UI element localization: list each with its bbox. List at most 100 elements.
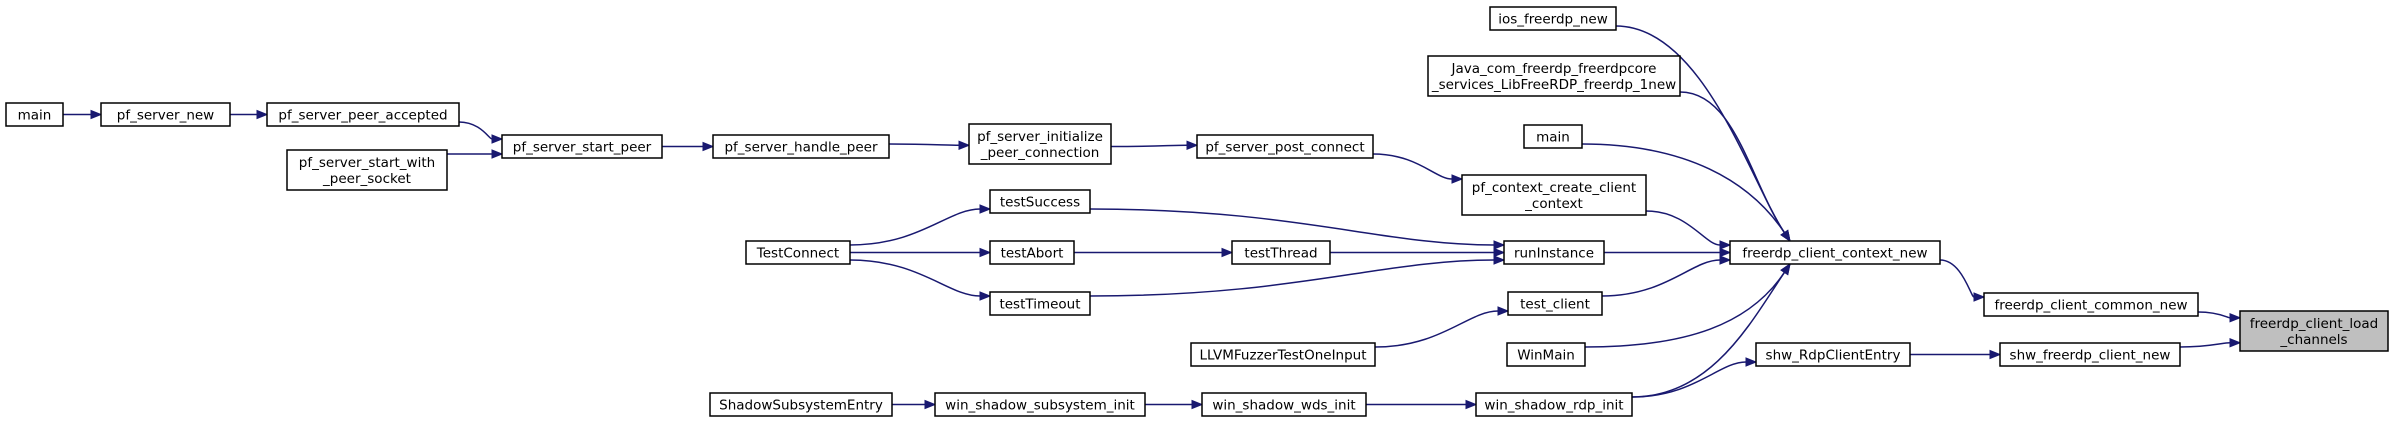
node-label: main: [1536, 130, 1570, 146]
node-startpeer[interactable]: pf_server_start_peer: [501, 134, 663, 159]
edge-testabort-to-testthread: [1074, 247, 1234, 258]
node-box: [712, 134, 890, 159]
node-label: testThread: [1244, 246, 1317, 262]
node-box: [1755, 342, 1911, 367]
edge-testsuccess-to-run: [1089, 208, 1506, 250]
node-label: win_shadow_wds_init: [1212, 398, 1355, 414]
node-run[interactable]: runInstance: [1503, 240, 1605, 265]
node-llvm[interactable]: LLVMFuzzerTestOneInput: [1190, 342, 1376, 367]
arrowhead-icon: [1780, 229, 1791, 243]
node-testthread[interactable]: testThread: [1231, 240, 1331, 265]
node-box: [1489, 6, 1617, 31]
edge-postconn-to-pfctx: [1372, 153, 1464, 184]
arrowhead-icon: [1451, 174, 1464, 184]
node-main2[interactable]: main: [1523, 124, 1583, 149]
arrowhead-icon: [1973, 292, 1986, 302]
arrowhead-icon: [2229, 313, 2242, 323]
node-ctxnew[interactable]: freerdp_client_context_new: [1729, 240, 1941, 265]
node-postconn[interactable]: pf_server_post_connect: [1196, 134, 1374, 159]
arrowhead-icon: [256, 109, 269, 120]
node-label: _peer_socket: [322, 171, 411, 187]
arrowhead-icon: [1186, 140, 1199, 150]
edge-llvm-to-testclient: [1374, 306, 1510, 348]
node-label: LLVMFuzzerTestOneInput: [1199, 348, 1366, 364]
node-testconnect[interactable]: TestConnect: [745, 240, 851, 265]
nodes-layer: freerdp_client_load_channelsfreerdp_clie…: [5, 6, 2389, 417]
node-box: [1201, 392, 1367, 417]
node-shwentry[interactable]: shw_RdpClientEntry: [1755, 342, 1911, 367]
node-startsock[interactable]: pf_server_start_with_peer_socket: [286, 149, 448, 191]
arrowhead-icon: [491, 149, 504, 159]
node-box: [1427, 55, 1681, 97]
node-testtimeout[interactable]: testTimeout: [989, 291, 1091, 316]
node-box: [1507, 291, 1603, 316]
node-label: freerdp_client_common_new: [1994, 298, 2187, 314]
node-box: [1983, 292, 2199, 317]
edge-accepted-to-startpeer: [458, 121, 504, 144]
node-servernew[interactable]: pf_server_new: [100, 102, 231, 127]
node-testsuccess[interactable]: testSuccess: [989, 189, 1091, 214]
edge-testconnect-to-testabort: [850, 247, 992, 258]
edge-common-to-load: [2197, 311, 2242, 323]
arrowhead-icon: [1989, 349, 2002, 360]
edge-rdpinit-to-ctxnew: [1631, 262, 1791, 398]
edge-line: [888, 143, 960, 146]
edge-line: [1089, 259, 1495, 297]
node-box: [1506, 342, 1586, 367]
node-shwnew[interactable]: shw_freerdp_client_new: [1999, 342, 2181, 367]
edge-wdsinit-to-rdpinit: [1366, 399, 1478, 410]
edge-pfctx-to-ctxnew: [1645, 210, 1732, 250]
node-label: test_client: [1520, 297, 1590, 313]
edge-line: [849, 208, 981, 246]
node-subinit[interactable]: win_shadow_subsystem_init: [934, 392, 1146, 417]
node-box: [286, 149, 448, 191]
arrowhead-icon: [958, 140, 971, 150]
node-label: _context: [1524, 196, 1583, 212]
edge-testthread-to-run: [1330, 247, 1506, 258]
node-box: [934, 392, 1146, 417]
node-pfctx[interactable]: pf_context_create_client_context: [1461, 174, 1647, 216]
node-main1[interactable]: main: [5, 102, 64, 127]
arrowhead-icon: [1465, 399, 1478, 410]
node-handlepeer[interactable]: pf_server_handle_peer: [712, 134, 890, 159]
node-common[interactable]: freerdp_client_common_new: [1983, 292, 2199, 317]
node-label: testAbort: [1001, 246, 1064, 262]
node-testclient[interactable]: test_client: [1507, 291, 1603, 316]
node-label: pf_server_initialize: [977, 129, 1103, 145]
node-ios[interactable]: ios_freerdp_new: [1489, 6, 1617, 31]
node-rdpinit[interactable]: win_shadow_rdp_init: [1475, 392, 1633, 417]
edge-line: [1645, 210, 1721, 246]
edge-line: [1631, 271, 1786, 398]
edge-run-to-ctxnew: [1604, 247, 1732, 258]
arrowhead-icon: [1745, 357, 1758, 367]
edge-line: [458, 121, 493, 140]
edge-shwnew-to-load: [2179, 338, 2242, 348]
arrowhead-icon: [1493, 240, 1506, 250]
edge-line: [1631, 361, 1747, 398]
edge-line: [1372, 153, 1453, 180]
node-java[interactable]: Java_com_freerdp_freerdpcore_services_Li…: [1427, 55, 1681, 97]
node-label: _channels: [2279, 332, 2347, 348]
node-label: ShadowSubsystemEntry: [719, 398, 883, 414]
edge-line: [1581, 143, 1786, 234]
edge-line: [1601, 259, 1721, 297]
arrowhead-icon: [90, 109, 103, 120]
node-label: ios_freerdp_new: [1498, 12, 1608, 28]
node-box: [968, 123, 1112, 165]
node-label: TestConnect: [756, 246, 839, 262]
node-winmain[interactable]: WinMain: [1506, 342, 1586, 367]
node-subentry[interactable]: ShadowSubsystemEntry: [709, 392, 893, 417]
arrowhead-icon: [1221, 247, 1234, 258]
node-box: [989, 189, 1091, 214]
node-testabort[interactable]: testAbort: [989, 240, 1075, 265]
node-label: WinMain: [1517, 348, 1575, 364]
node-wdsinit[interactable]: win_shadow_wds_init: [1201, 392, 1367, 417]
node-box: [1196, 134, 1374, 159]
arrowhead-icon: [979, 247, 992, 258]
node-box: [1461, 174, 1647, 216]
node-label: win_shadow_rdp_init: [1484, 398, 1623, 414]
node-accepted[interactable]: pf_server_peer_accepted: [266, 102, 460, 127]
edge-handlepeer-to-initpeer: [888, 140, 971, 150]
node-initpeer[interactable]: pf_server_initialize_peer_connection: [968, 123, 1112, 165]
